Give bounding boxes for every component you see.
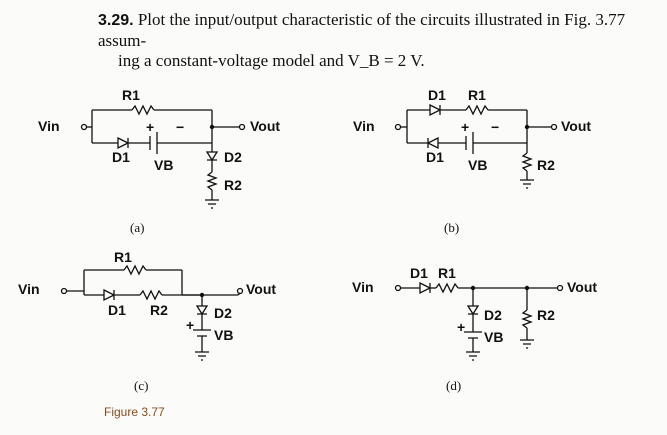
output-terminal xyxy=(238,123,246,131)
circuit-c: Vin Vout + R1 D xyxy=(18,249,276,419)
vin-label: Vin xyxy=(352,279,374,295)
diode-d1-bottom xyxy=(426,136,439,150)
caption-d: (d) xyxy=(446,378,461,393)
circuit-b: Vin + − Vout D1 R1 xyxy=(353,87,591,235)
resistor-r1 xyxy=(435,282,459,294)
battery-vb xyxy=(193,329,211,337)
r1-label: R1 xyxy=(468,87,486,103)
resistor-r2 xyxy=(521,152,533,172)
input-terminal xyxy=(394,284,402,292)
battery-vb xyxy=(464,331,482,339)
resistor-r2 xyxy=(139,289,163,301)
problem-number: 3.29. xyxy=(98,12,134,29)
vout-label: Vout xyxy=(567,279,597,295)
output-terminal xyxy=(550,123,558,131)
resistor-r1 xyxy=(123,264,147,276)
svg-text:−: − xyxy=(491,119,499,135)
ground-symbol xyxy=(466,351,480,361)
vb-label: VB xyxy=(484,329,503,345)
r2-label: R2 xyxy=(537,157,555,173)
r2-label: R2 xyxy=(224,177,242,193)
diode-d1 xyxy=(117,136,130,150)
input-terminal xyxy=(394,123,402,131)
ground-symbol xyxy=(520,339,534,349)
d1-label: D1 xyxy=(112,149,130,165)
resistor-r2 xyxy=(521,309,533,329)
problem-text-line-1: Plot the input/output characteristic of … xyxy=(98,10,626,50)
circuit-d: Vin Vout + D1 R1 D2 VB R2 xyxy=(352,265,597,393)
ground-symbol xyxy=(205,199,219,209)
d2-label: D2 xyxy=(224,149,242,165)
diode-d1 xyxy=(419,281,432,295)
r2-label: R2 xyxy=(150,302,168,318)
input-terminal xyxy=(80,123,88,131)
r1-label: R1 xyxy=(114,249,132,265)
r2-label: R2 xyxy=(537,307,555,323)
caption-b: (b) xyxy=(444,220,459,235)
circuit-a: Vin + − Vout xyxy=(38,87,280,235)
r1-label: R1 xyxy=(122,87,140,103)
caption-a: (a) xyxy=(130,220,144,235)
vout-label: Vout xyxy=(561,118,591,134)
resistor-r2 xyxy=(206,171,218,191)
vout-label: Vout xyxy=(246,281,276,297)
caption-c: (c) xyxy=(134,378,148,393)
svg-text:+: + xyxy=(461,119,469,135)
svg-text:+: + xyxy=(146,119,154,135)
vin-label: Vin xyxy=(18,281,40,297)
d2-label: D2 xyxy=(484,307,502,323)
d1-label: D1 xyxy=(108,302,126,318)
d1-top-label: D1 xyxy=(428,87,446,103)
input-terminal xyxy=(60,287,68,295)
battery-vb xyxy=(149,132,158,154)
d1-label: D1 xyxy=(410,265,428,281)
problem-text-line-2: ing a constant-voltage model and V_B = 2… xyxy=(118,51,425,70)
ground-symbol xyxy=(195,351,209,361)
diode-d1 xyxy=(103,288,116,302)
vin-label: Vin xyxy=(38,118,60,134)
vb-label: VB xyxy=(214,327,233,343)
d2-label: D2 xyxy=(214,305,232,321)
vin-label: Vin xyxy=(353,118,375,134)
resistor-r1 xyxy=(465,104,489,116)
vout-label: Vout xyxy=(250,118,280,134)
output-terminal xyxy=(556,284,564,292)
d1-bottom-label: D1 xyxy=(426,149,444,165)
diode-d1-top xyxy=(429,103,442,117)
svg-text:+: + xyxy=(457,319,465,335)
svg-text:+: + xyxy=(186,317,194,333)
problem-statement: 3.29. Plot the input/output characterist… xyxy=(98,10,648,71)
svg-text:−: − xyxy=(176,119,184,135)
diode-d2 xyxy=(195,305,209,316)
ground-symbol xyxy=(520,179,534,189)
output-terminal xyxy=(236,287,244,295)
diode-d2 xyxy=(205,151,219,162)
diode-d2 xyxy=(466,305,480,316)
battery-vb xyxy=(465,132,474,154)
vb-label: VB xyxy=(154,157,173,173)
r1-label: R1 xyxy=(438,265,456,281)
resistor-r1 xyxy=(131,104,155,116)
figure-caption: Figure 3.77 xyxy=(104,405,165,419)
vb-label: VB xyxy=(468,157,487,173)
